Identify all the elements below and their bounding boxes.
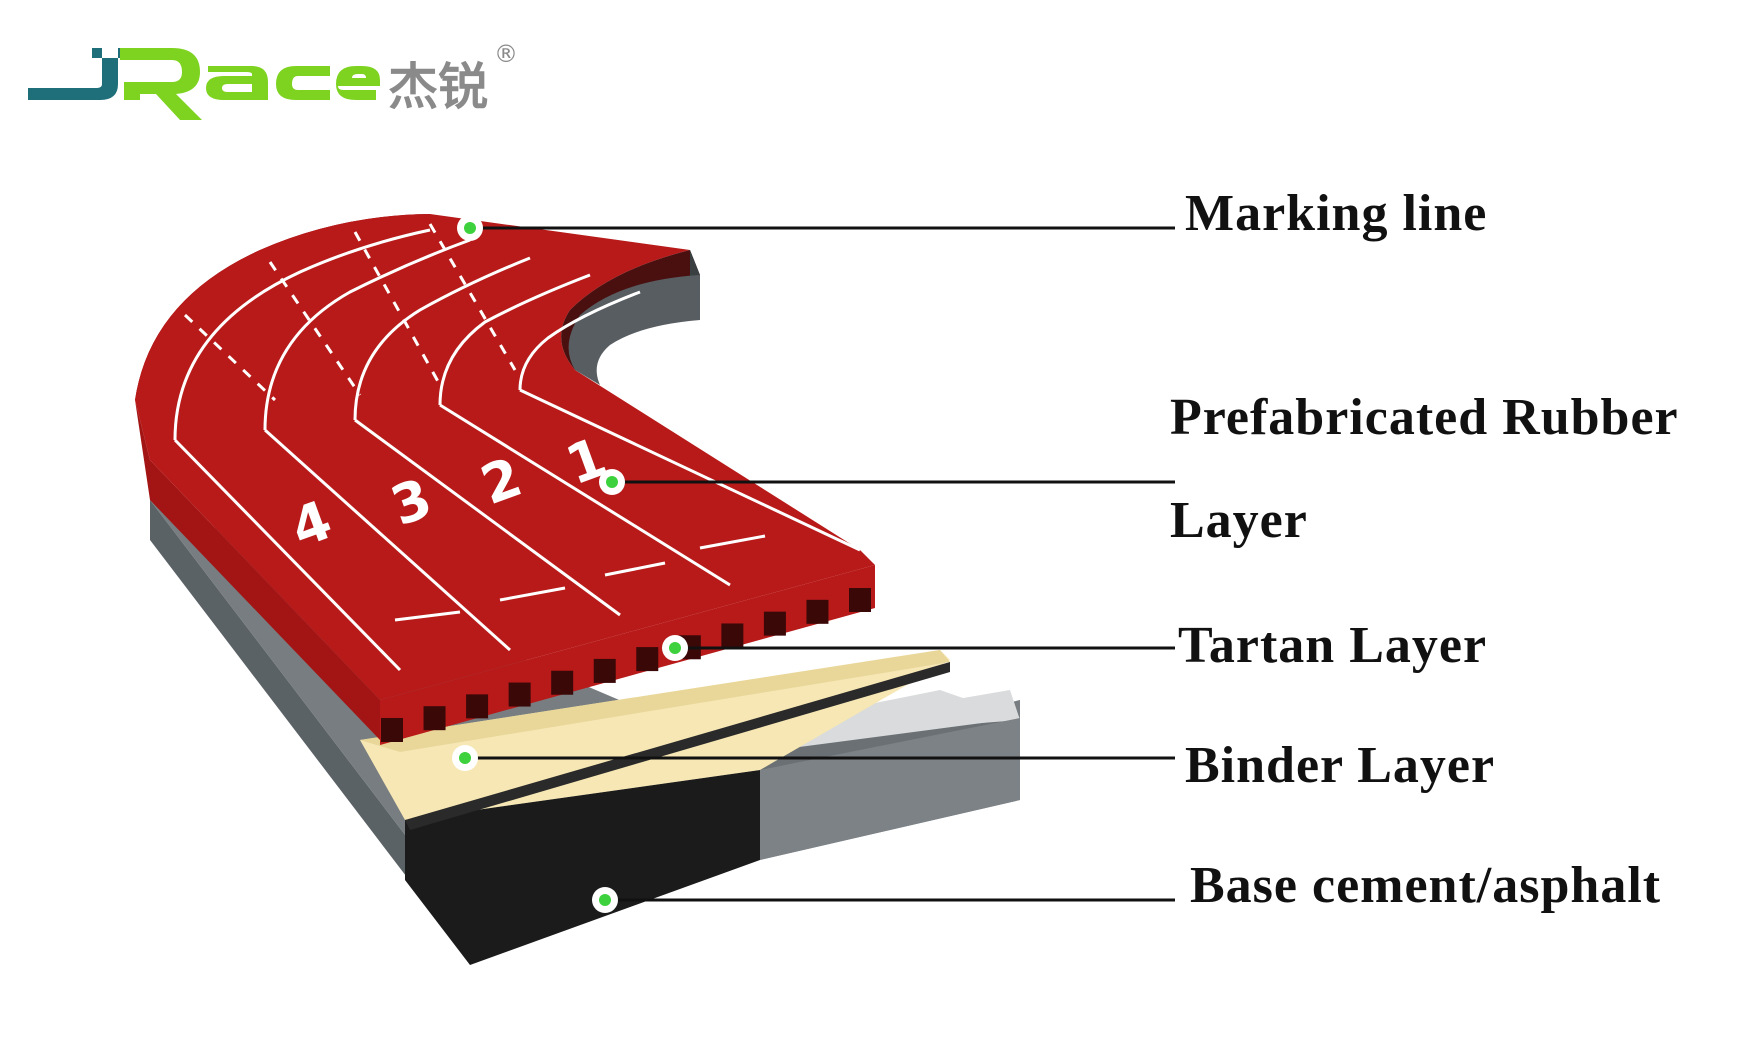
marker-base [592,887,618,913]
label-tartan-layer: Tartan Layer [1178,617,1488,674]
label-prefabricated-rubber-layer: Layer [1170,492,1308,549]
rubber-edge-block [636,647,659,672]
rubber-edge-block [466,694,489,719]
leader-lines [465,226,1175,902]
label-prefabricated-rubber: Prefabricated Rubber [1170,389,1679,446]
logo-letter-c [276,66,330,100]
logo-registered-mark: ® [494,40,518,68]
rubber-edge-blocks [381,588,871,742]
label-marking-line: Marking line [1185,185,1488,242]
logo-letter-r [120,48,202,120]
label-binder-layer: Binder Layer [1185,737,1496,794]
rubber-edge-block [381,718,403,742]
logo-letter-j [28,48,140,100]
logo-chinese-text: 杰锐 [388,58,488,116]
rubber-edge-block [593,658,616,683]
rubber-edge-block [508,682,531,707]
lane-marking-lines [173,223,861,672]
marker-binder [452,745,478,771]
jrace-logo [28,48,380,120]
logo-letter-a [206,66,268,100]
marker-prefab-rubber [599,469,625,495]
rubber-edge-block [763,611,786,636]
label-base-cement-asphalt: Base cement/asphalt [1190,857,1662,914]
marker-marking-line [457,215,483,241]
rubber-edge-block [849,588,871,612]
marker-dots [452,215,688,913]
tartan-binder-layer [360,650,950,830]
rubber-edge-block [806,599,829,624]
marker-tartan [662,635,688,661]
rubber-edge-block [551,670,574,695]
rubber-edge-block [423,706,446,731]
rubber-edge-block [721,623,744,648]
logo-letter-e [336,66,380,100]
